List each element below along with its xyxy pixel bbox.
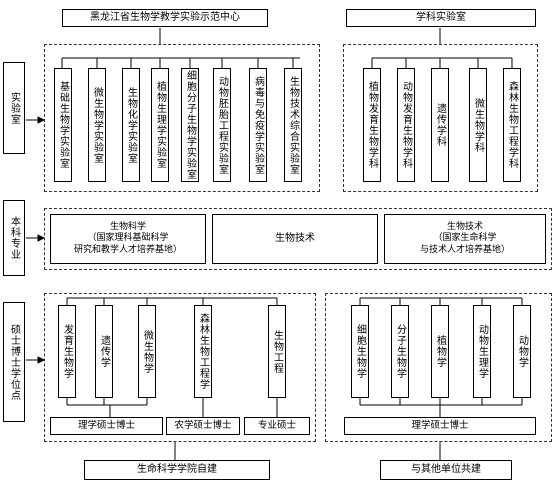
- grad-right-group: [325, 293, 552, 442]
- discipline-lab-text: 遗传学科: [434, 103, 446, 147]
- grad-program-text: 植物学: [434, 335, 446, 368]
- grad-program: 遗传学: [95, 305, 113, 398]
- discipline-lab: 森林生物工程学科: [503, 68, 521, 182]
- grad-program: 动物学: [513, 305, 531, 398]
- discipline-lab: 动物发育生物学科: [397, 68, 415, 182]
- degree-professional: 专业硕士: [244, 417, 310, 435]
- degree-science-left: 理学硕士博士: [50, 417, 163, 435]
- teaching-lab-text: 生物技术综合实验室: [287, 75, 299, 175]
- teaching-lab-text: 基础生物学实验室: [57, 81, 69, 169]
- grad-program: 植物学: [431, 305, 449, 398]
- grad-left-group: [44, 293, 316, 442]
- teaching-lab: 生物技术综合实验室: [284, 68, 302, 182]
- teaching-lab: 病毒与免疫学实验室: [249, 68, 267, 182]
- major-bio-science: 生物科学 （国家理科基础科学 研究和教学人才培养基地）: [50, 214, 206, 264]
- row-label-graduate: 硕士博士学位点: [3, 302, 25, 422]
- discipline-lab: 遗传学科: [431, 68, 449, 182]
- row-label-undergrad: 本科专业: [3, 200, 25, 276]
- grad-program: 生物工程: [268, 305, 286, 398]
- demo-center-label: 黑龙江省生物学教学实验示范中心: [62, 9, 268, 27]
- teaching-lab: 基础生物学实验室: [54, 68, 72, 182]
- teaching-lab: 细胞分子生物学实验室: [181, 68, 199, 182]
- grad-program-text: 微生物学: [141, 329, 153, 374]
- co-built-label: 与其他单位共建: [380, 460, 512, 480]
- grad-program-text: 遗传学: [98, 335, 110, 368]
- teaching-lab-text: 植物生理学实验室: [154, 81, 166, 169]
- discipline-lab-label: 学科实验室: [346, 9, 536, 27]
- degree-agriculture: 农学硕士博士: [166, 417, 240, 435]
- row-label-lab: 实验室: [3, 62, 25, 154]
- teaching-labs-group: [44, 44, 320, 192]
- grad-program-text: 动物生理学: [476, 324, 488, 379]
- degree-science-right: 理学硕士博士: [344, 417, 536, 435]
- grad-program-text: 发育生物学: [61, 324, 73, 379]
- majors-group: [44, 208, 552, 270]
- teaching-lab: 生物化学实验室: [122, 68, 140, 182]
- grad-program: 分子生物学: [391, 305, 409, 398]
- discipline-lab-text: 微生物学科: [472, 97, 484, 153]
- grad-program-text: 动物学: [516, 335, 528, 368]
- teaching-lab-text: 细胞分子生物学实验室: [184, 70, 196, 180]
- major-biotech-right: 生物技术 （国家生命科学 与技术人才培养基地）: [384, 214, 546, 264]
- grad-program: 发育生物学: [58, 305, 76, 398]
- grad-program-text: 分子生物学: [394, 324, 406, 379]
- grad-program-text: 森林生物工程学: [197, 313, 209, 390]
- discipline-lab-text: 动物发育生物学科: [400, 81, 412, 169]
- grad-program: 动物生理学: [473, 305, 491, 398]
- grad-program: 微生物学: [138, 305, 156, 398]
- teaching-lab-text: 微生物学实验室: [91, 86, 103, 164]
- teaching-lab: 植物生理学实验室: [151, 68, 169, 182]
- major-biotech-middle: 生物技术: [212, 214, 378, 264]
- grad-program: 森林生物工程学: [194, 305, 212, 398]
- teaching-lab: 动物胚胎工程实验室: [213, 68, 231, 182]
- discipline-lab: 微生物学科: [469, 68, 487, 182]
- grad-program-text: 细胞生物学: [354, 324, 366, 379]
- teaching-lab-text: 生物化学实验室: [125, 86, 137, 164]
- grad-program-text: 生物工程: [271, 329, 283, 374]
- self-built-label: 生命科学学院自建: [84, 460, 270, 480]
- teaching-lab: 微生物学实验室: [88, 68, 106, 182]
- discipline-lab: 植物发育生物学科: [363, 68, 381, 182]
- discipline-labs-group: [343, 44, 538, 192]
- teaching-lab-text: 病毒与免疫学实验室: [252, 75, 264, 175]
- teaching-lab-text: 动物胚胎工程实验室: [216, 75, 228, 175]
- discipline-lab-text: 森林生物工程学科: [506, 81, 518, 169]
- discipline-lab-text: 植物发育生物学科: [366, 81, 378, 169]
- grad-program: 细胞生物学: [351, 305, 369, 398]
